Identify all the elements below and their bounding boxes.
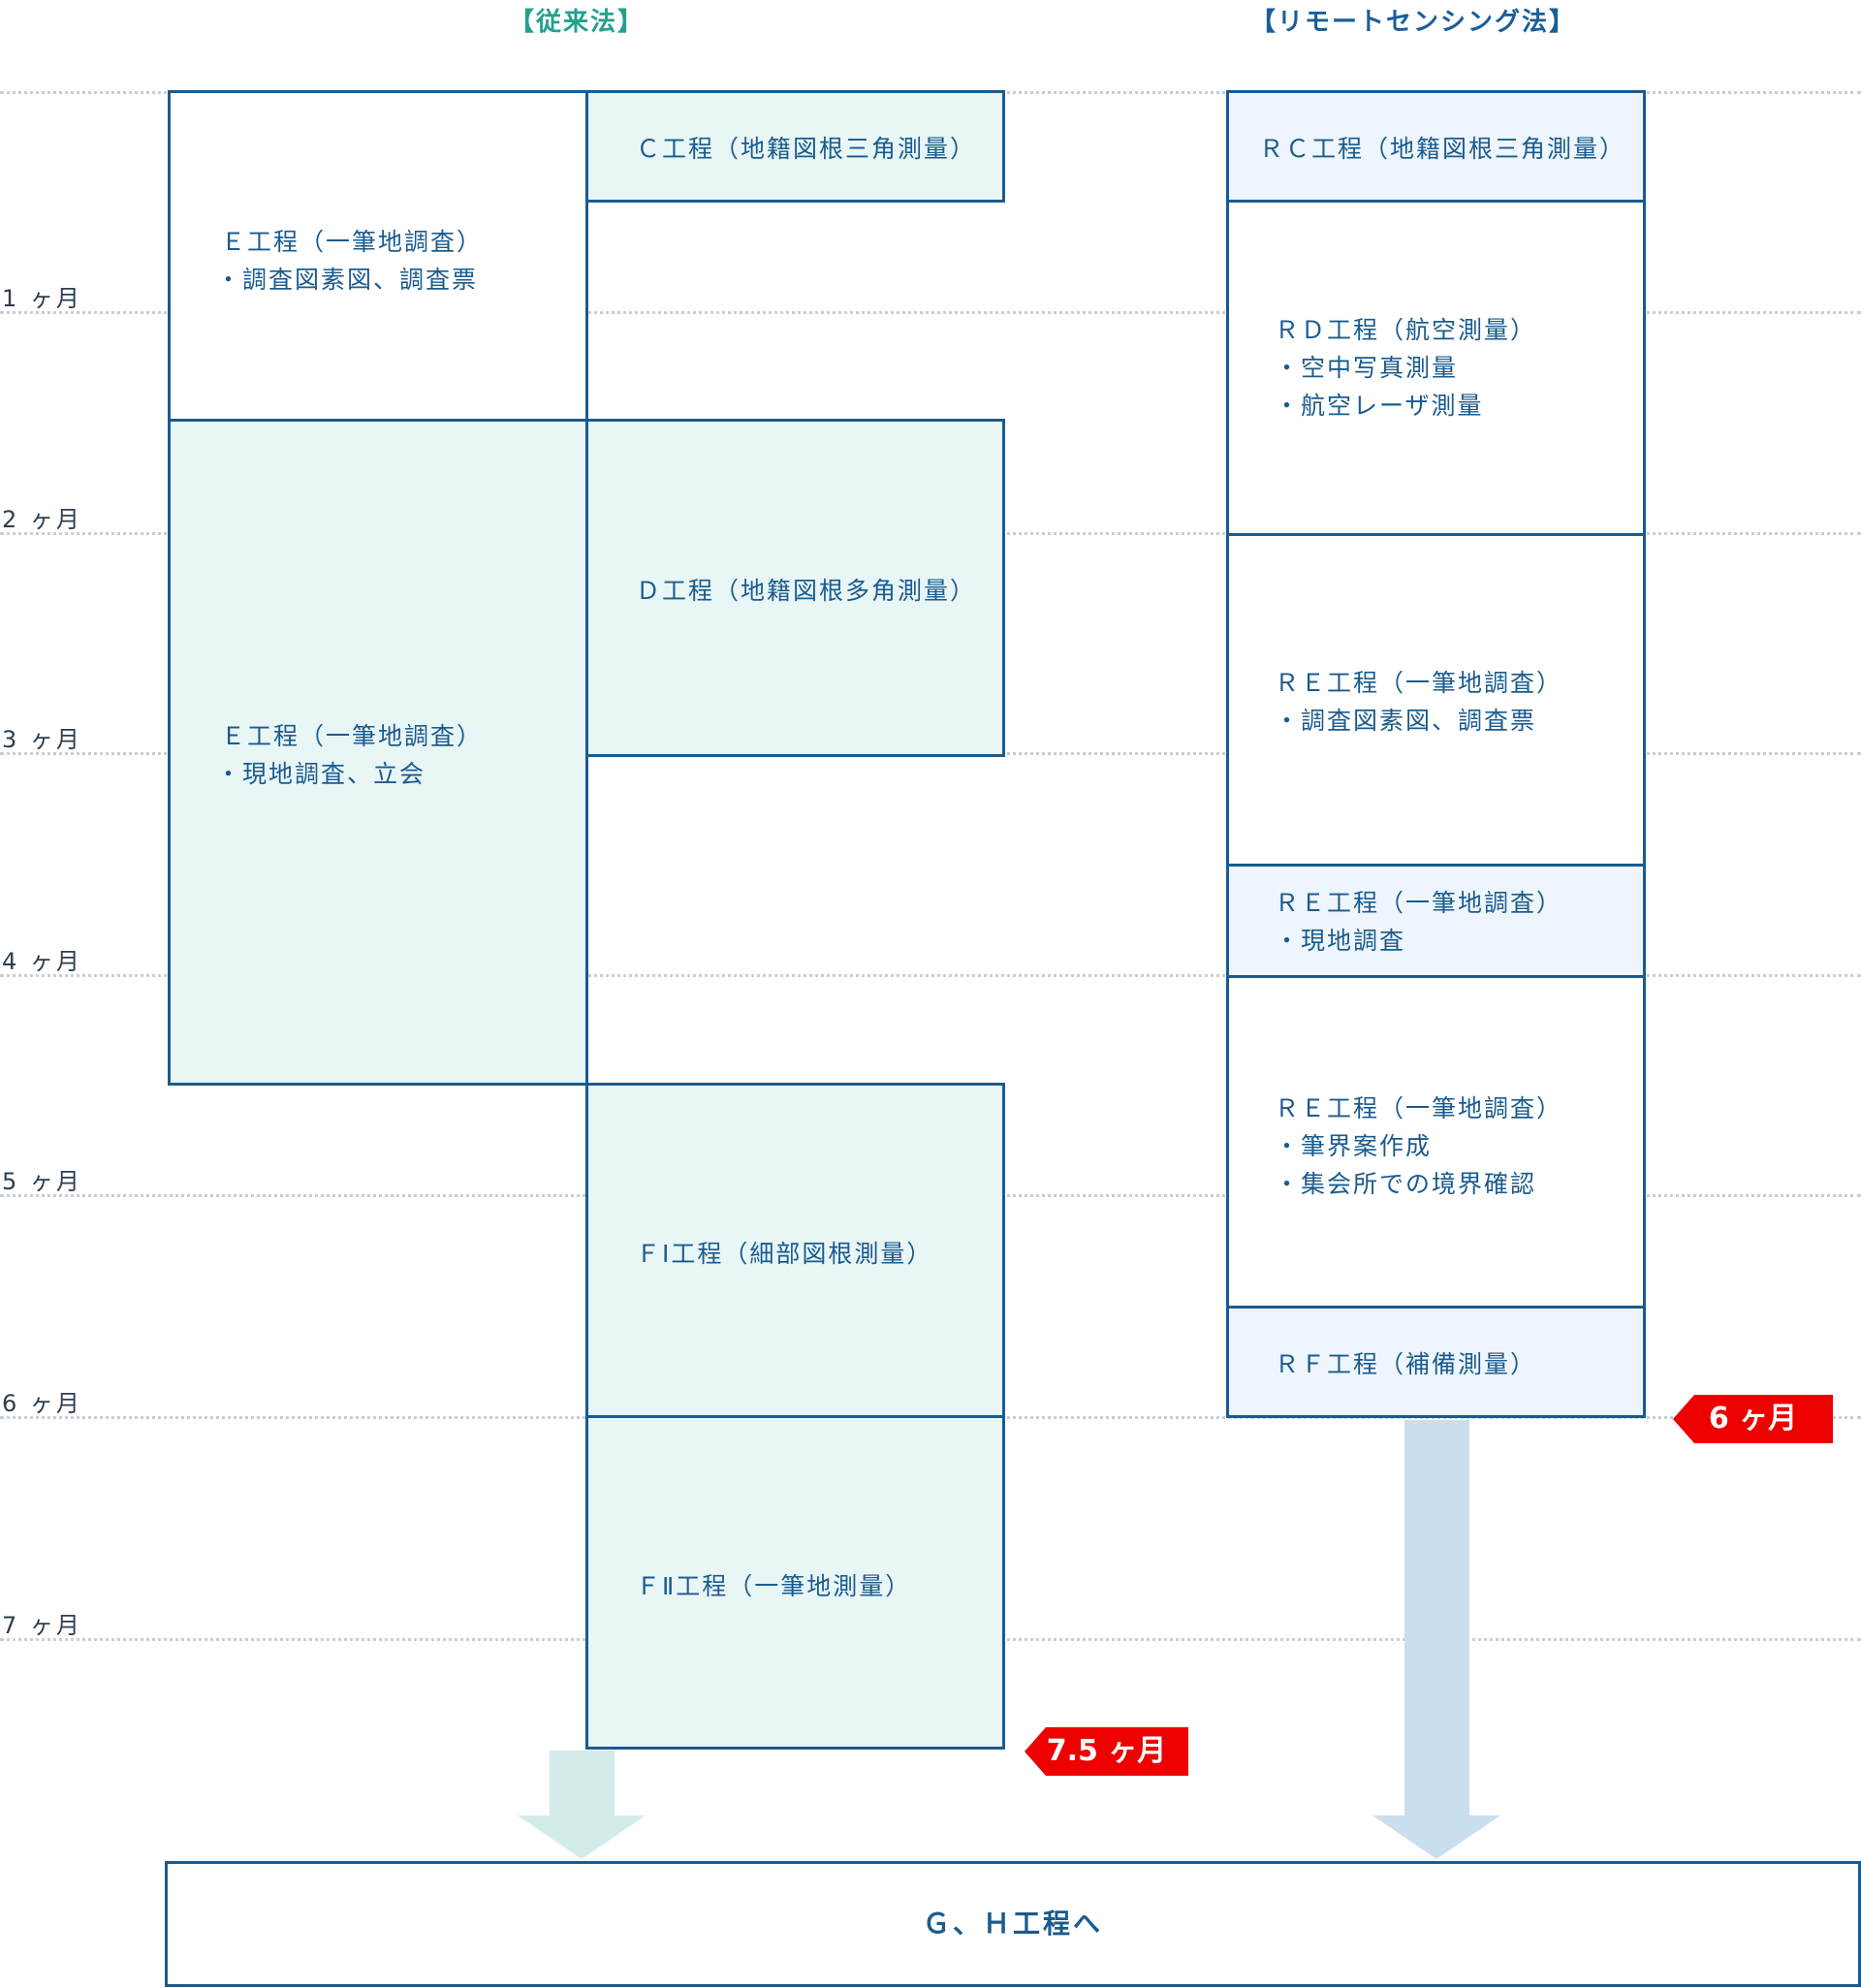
f1-process-title: ＦⅠ工程（細部図根測量）	[636, 1240, 933, 1268]
header-remote-sensing: 【リモートセンシング法】	[1250, 8, 1577, 37]
month-label-3: 3 ヶ月	[2, 726, 82, 753]
gridline-month-1	[0, 311, 1861, 314]
re-process-2-title: ＲＥ工程（一筆地調査）	[1275, 889, 1563, 917]
rd-process-box: ＲＤ工程（航空測量） ・空中写真測量 ・航空レーザ測量	[1226, 200, 1646, 536]
rf-process-title: ＲＦ工程（補備測量）	[1275, 1350, 1537, 1378]
d-process-title: Ｄ工程（地籍図根多角測量）	[636, 577, 977, 605]
header-conventional: 【従来法】	[509, 8, 646, 37]
re-process-3-item-2: ・集会所での境界確認	[1275, 1170, 1537, 1198]
rc-process-box: ＲＣ工程（地籍図根三角測量）	[1226, 90, 1646, 203]
duration-badge-conventional: 7.5 ヶ月	[1025, 1727, 1188, 1776]
rd-process-item-1: ・空中写真測量	[1275, 354, 1459, 382]
gridline-month-4	[0, 974, 1861, 977]
e-process-box-2: Ｅ工程（一筆地調査） ・現地調査、立会	[168, 419, 588, 1086]
e-process-2-title: Ｅ工程（一筆地調査）	[221, 722, 484, 750]
re-process-1-title: ＲＥ工程（一筆地調査）	[1275, 669, 1563, 697]
month-label-6: 6 ヶ月	[2, 1390, 82, 1417]
re-process-1-item: ・調査図素図、調査票	[1275, 707, 1537, 735]
c-process-box: Ｃ工程（地籍図根三角測量）	[585, 90, 1005, 203]
duration-badge-remote-sensing: 6 ヶ月	[1673, 1395, 1833, 1443]
month-label-4: 4 ヶ月	[2, 948, 82, 975]
rc-process-title: ＲＣ工程（地籍図根三角測量）	[1259, 135, 1626, 163]
f2-process-box: ＦⅡ工程（一筆地測量）	[585, 1415, 1005, 1750]
f2-process-title: ＦⅡ工程（一筆地測量）	[636, 1572, 912, 1600]
re-process-2-item: ・現地調査	[1275, 927, 1406, 955]
re-process-box-2: ＲＥ工程（一筆地調査） ・現地調査	[1226, 864, 1646, 978]
rd-process-title: ＲＤ工程（航空測量）	[1275, 316, 1537, 344]
arrow-conventional	[518, 1751, 646, 1859]
re-process-box-3: ＲＥ工程（一筆地調査） ・筆界案作成 ・集会所での境界確認	[1226, 975, 1646, 1309]
column-divider-2	[585, 754, 588, 1086]
re-process-box-1: ＲＥ工程（一筆地調査） ・調査図素図、調査票	[1226, 533, 1646, 867]
month-label-1: 1 ヶ月	[2, 285, 82, 312]
re-process-3-title: ＲＥ工程（一筆地調査）	[1275, 1094, 1563, 1122]
next-step-box: Ｇ、Ｈ工程へ	[165, 1861, 1861, 1987]
column-divider	[585, 200, 588, 422]
month-label-5: 5 ヶ月	[2, 1168, 82, 1195]
e-process-1-item: ・調査図素図、調査票	[216, 266, 479, 294]
d-process-box: Ｄ工程（地籍図根多角測量）	[585, 419, 1005, 757]
e-process-2-item: ・現地調査、立会	[216, 760, 426, 788]
e-process-box-1: Ｅ工程（一筆地調査） ・調査図素図、調査票	[168, 90, 588, 422]
re-process-3-item-1: ・筆界案作成	[1275, 1132, 1433, 1160]
rd-process-item-2: ・航空レーザ測量	[1275, 392, 1484, 420]
month-label-7: 7 ヶ月	[2, 1612, 82, 1639]
arrow-remote-sensing	[1372, 1420, 1500, 1859]
c-process-title: Ｃ工程（地籍図根三角測量）	[636, 135, 977, 163]
e-process-1-title: Ｅ工程（一筆地調査）	[221, 228, 484, 256]
month-label-2: 2 ヶ月	[2, 506, 82, 533]
rf-process-box: ＲＦ工程（補備測量）	[1226, 1306, 1646, 1418]
